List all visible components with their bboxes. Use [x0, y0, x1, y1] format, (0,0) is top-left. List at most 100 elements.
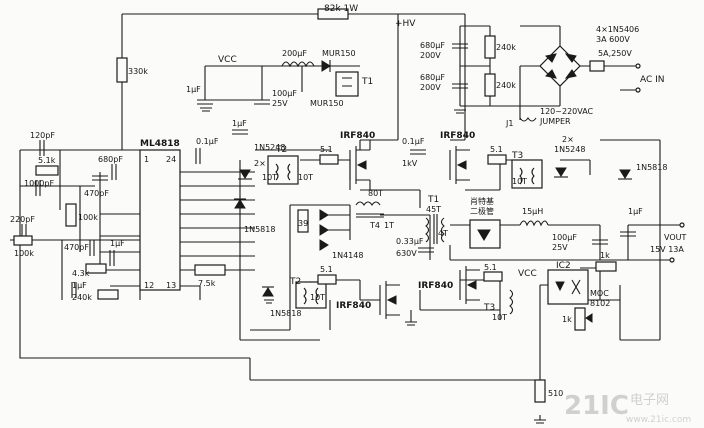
q-irf840-a — [349, 140, 371, 190]
r-240k-c — [97, 289, 119, 300]
label-vout: VOUT — [664, 233, 686, 242]
label-d-1n5818-c: 1N5818 — [270, 309, 301, 318]
label-rect-cn2: 二极管 — [470, 206, 494, 216]
label-w-2x: 2× — [254, 159, 266, 168]
label-r-330k: 330k — [128, 67, 148, 76]
label-r-5-1-d: 5.1 — [484, 263, 497, 272]
l-15uh — [519, 220, 549, 227]
label-w-1t: 1T — [384, 221, 394, 230]
label-c-1uf-b: 1μF — [232, 119, 247, 128]
label-v-25v-b: 25V — [552, 243, 568, 252]
label-r-1k-b: 1k — [562, 315, 572, 324]
label-t2-a: T2 — [275, 145, 287, 155]
label-mur150-top: MUR150 — [322, 49, 356, 58]
label-c-1uf-a: 1μF — [186, 85, 201, 94]
label-c-470pf-b: 470pF — [64, 243, 89, 252]
label-v-200v-a: 200V — [420, 51, 441, 60]
watermark-cn: 电子网 — [630, 393, 669, 408]
label-t3-b: T3 — [483, 303, 495, 313]
t4 — [355, 201, 384, 218]
c-1uf-c — [109, 250, 115, 266]
label-t1-small: T1 — [361, 77, 373, 87]
label-c-680uf-a: 680μF — [420, 41, 445, 50]
label-j1: J1 — [505, 119, 513, 128]
label-c-0-1uf-a: 0.1μF — [196, 137, 219, 146]
label-r-7-5k: 7.5k — [198, 279, 216, 288]
label-acin: AC IN — [640, 75, 665, 85]
t1-main — [425, 214, 445, 244]
bridge-rectifier — [539, 45, 581, 87]
label-w-10t-d: 10T — [310, 293, 325, 302]
schottky-rectifier — [469, 219, 501, 249]
label-w-45t: 45T — [426, 205, 441, 214]
fuse — [589, 60, 605, 72]
label-w-2x-b: 2× — [562, 135, 574, 144]
r-1k-b — [574, 307, 593, 331]
label-fuse: 5A,250V — [598, 49, 632, 58]
label-t1-main: T1 — [427, 195, 439, 205]
label-r-100k-a: 100k — [78, 213, 98, 222]
label-t4: T4 — [369, 221, 380, 230]
label-vout-rating: 15V 13A — [650, 245, 684, 254]
t2-a — [267, 155, 299, 185]
label-r-4-3k: 4.3k — [72, 269, 90, 278]
label-c-470pf-a: 470pF — [84, 189, 109, 198]
c-1uf-e — [620, 231, 636, 237]
t2-b — [295, 281, 327, 309]
c-680pf — [111, 164, 117, 180]
ic-ml4818 — [139, 149, 201, 300]
r-510 — [534, 379, 546, 403]
r-82k — [317, 8, 349, 20]
ac-in-terminal — [620, 63, 641, 93]
watermark: 21IC 电子网 www.21ic.com — [564, 391, 691, 425]
label-w-10t-a: 10T — [262, 173, 277, 182]
label-vcc-bottom: VCC — [518, 269, 537, 279]
c-1000pf — [35, 180, 41, 196]
label-c-680uf-b: 680μF — [420, 73, 445, 82]
c-100uf-25v — [254, 99, 270, 105]
label-c-1uf-c: 1μF — [110, 239, 125, 248]
c-470pf-b — [89, 240, 95, 256]
label-q-irf840-d: IRF840 — [418, 281, 453, 291]
label-c-0-1uf-b: 0.1μF — [402, 137, 425, 146]
label-rect-cn: 肖特基 — [470, 196, 494, 206]
label-r-510: 510 — [548, 389, 563, 398]
r-5-1-c — [317, 274, 337, 285]
label-c-120pf: 120pF — [30, 131, 55, 140]
label-moc-num: 8102 — [590, 299, 610, 308]
r-7-5k — [194, 264, 226, 276]
label-w-80t: 80T — [368, 189, 383, 198]
label-ic2: IC2 — [556, 261, 571, 271]
label-c-680pf: 680pF — [98, 155, 123, 164]
c-680uf-a — [452, 43, 468, 49]
label-jumper-range: 120~220VAC — [540, 107, 594, 116]
label-v-25v: 25V — [272, 99, 288, 108]
c-100uf-25v-b — [592, 239, 608, 245]
label-c-100uf-25v: 100μF — [272, 89, 297, 98]
label-bridge: 4×1N5406 — [596, 25, 639, 34]
label-l-15uh: 15μH — [522, 207, 543, 216]
label-c-1uf-d: 1μF — [72, 281, 87, 290]
t1-small — [335, 71, 359, 97]
label-c-220pf: 220pF — [10, 215, 35, 224]
label-c-1000pf: 1000pF — [24, 179, 54, 188]
z-1n5248-a — [238, 169, 252, 180]
label-r-82k: 82k 1W — [324, 4, 358, 14]
label-r-5-1k: 5.1k — [38, 156, 56, 165]
z-1n5248-b — [554, 167, 568, 178]
r-5-1-a — [319, 154, 339, 165]
label-v-200v-b: 200V — [420, 83, 441, 92]
t3-b — [509, 289, 514, 315]
label-q-irf840-b: IRF840 — [440, 131, 475, 141]
label-r-1k-a: 1k — [600, 251, 610, 260]
label-v-1kv: 1kV — [402, 159, 418, 168]
label-w-4t: 4T — [438, 229, 448, 238]
label-moc: MOC — [590, 289, 609, 298]
c-1uf-d — [71, 282, 77, 298]
label-r-5-1-c: 5.1 — [320, 265, 333, 274]
c-680uf-b — [452, 83, 468, 89]
l-200uf — [281, 61, 315, 68]
label-bridge-rating: 3A 600V — [596, 35, 630, 44]
